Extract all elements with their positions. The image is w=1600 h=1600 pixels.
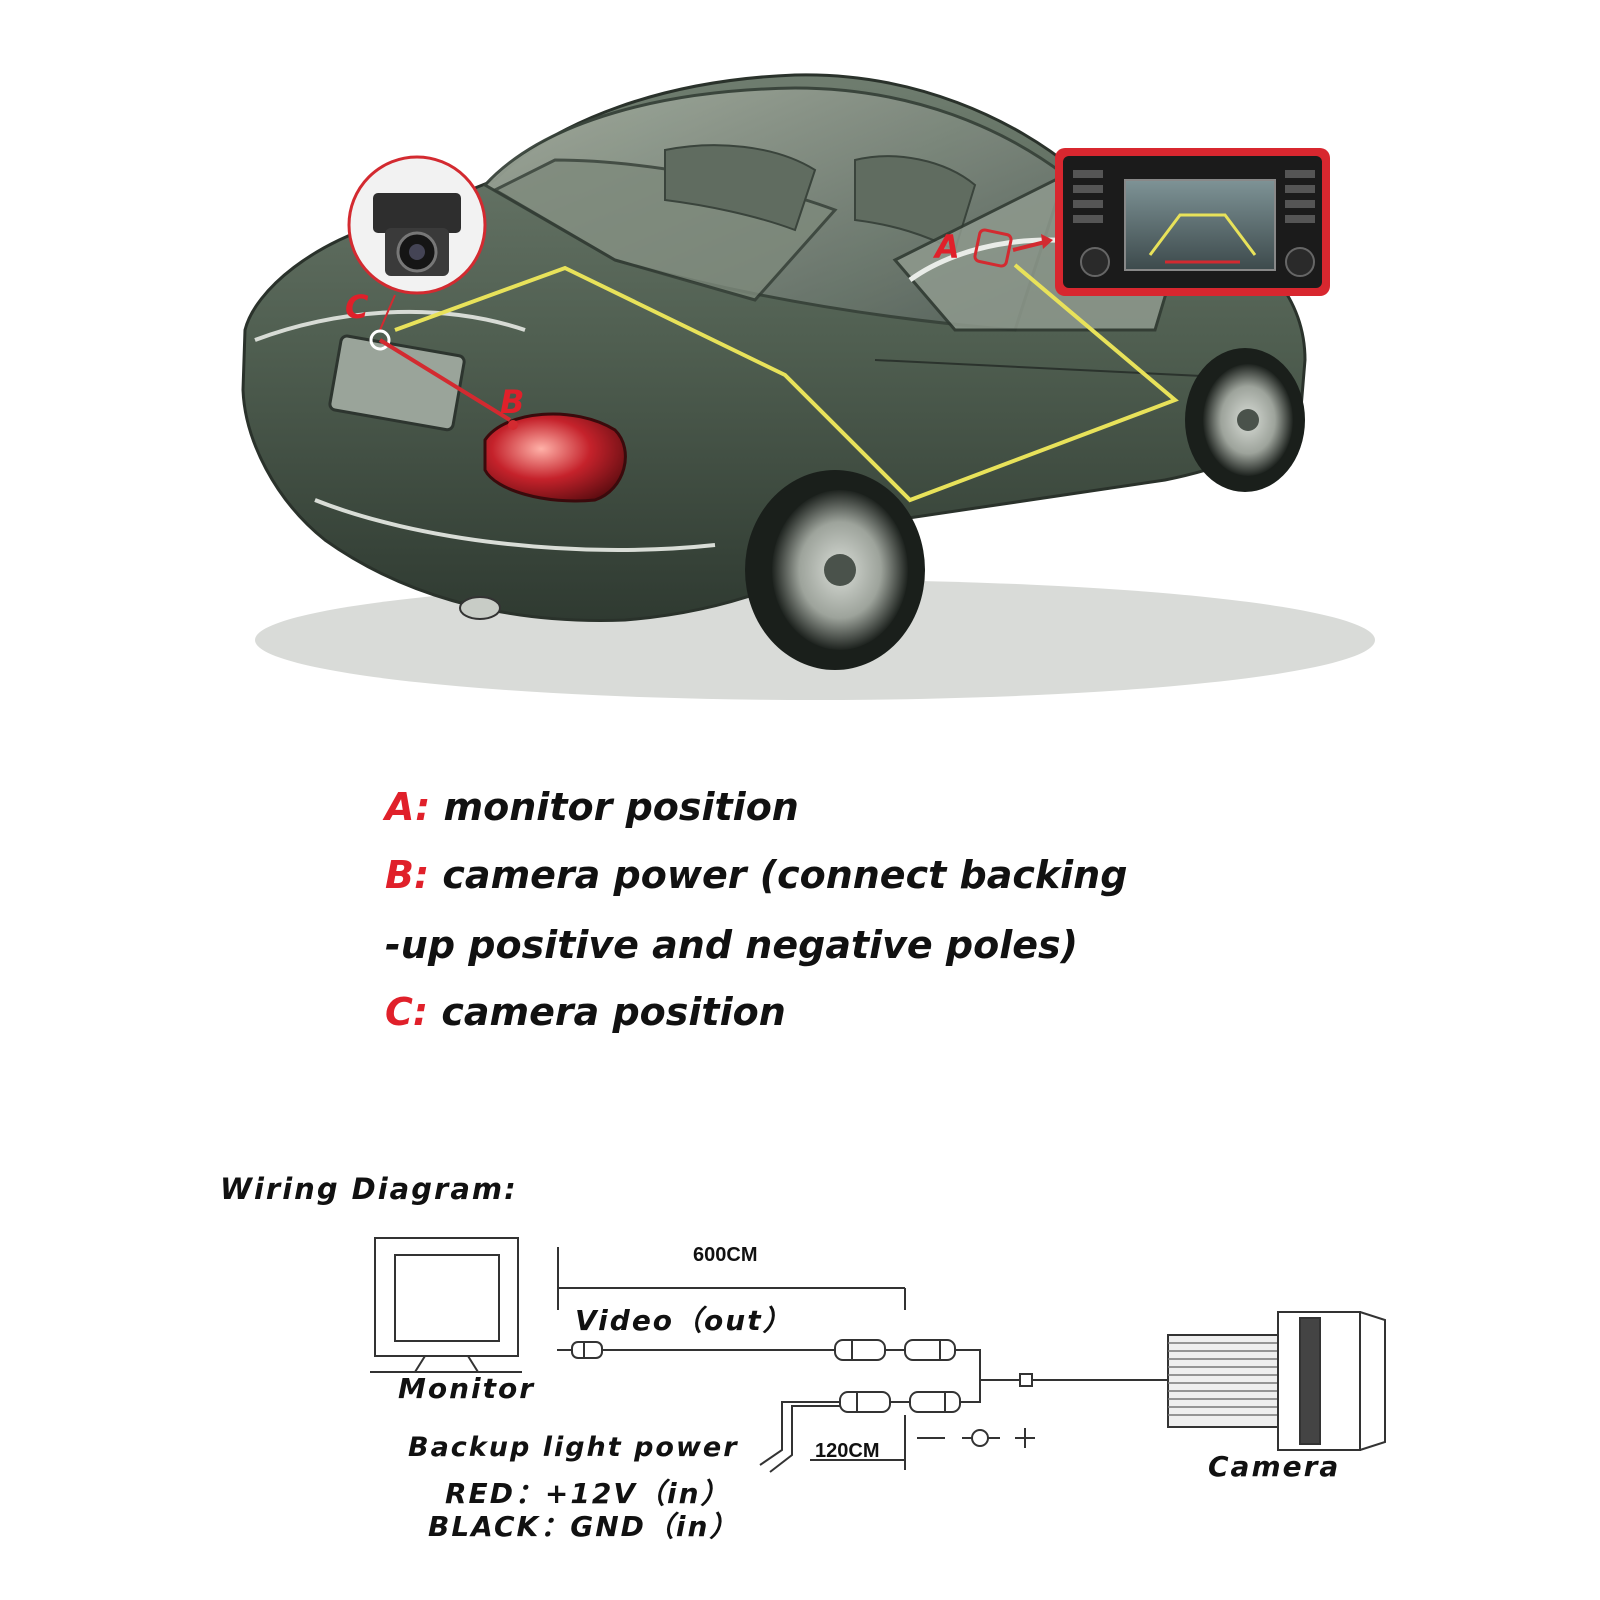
seat-shape (854, 155, 977, 252)
legend-item-c: C: camera position (385, 990, 786, 1034)
wiring-diagram-svg (370, 1237, 1386, 1473)
cable-joint (1019, 1373, 1033, 1387)
car-illustration-svg (241, 73, 1375, 700)
tail-light (483, 412, 627, 503)
legend: A: monitor position B: camera power (con… (385, 785, 1285, 1045)
power-connector-pair (839, 1391, 961, 1413)
legend-key: C: (385, 990, 429, 1034)
camera-inset (347, 155, 487, 295)
legend-item-b-continued: -up positive and negative poles) (385, 923, 1078, 967)
legend-text: monitor position (430, 785, 799, 829)
video-rca-jack-pair (834, 1339, 956, 1361)
red-wire-label: RED：+12V（in） (445, 1477, 731, 1510)
backup-light-power-label: Backup light power (408, 1432, 739, 1463)
camera-icon (1167, 1311, 1386, 1451)
front-wheel (1185, 348, 1305, 492)
camera-pointer-line (379, 294, 396, 331)
car-installation-illustration: A B C (195, 0, 1400, 850)
power-pointer-line (378, 338, 512, 422)
video-out-label: Video（out） (575, 1304, 793, 1337)
power-lead-black (769, 1405, 840, 1473)
wiring-title-text: Wiring Diagram (220, 1172, 505, 1206)
power-length-label: 120CM (815, 1440, 880, 1462)
video-length-dimension (557, 1247, 906, 1310)
video-branch-wire (955, 1349, 981, 1380)
exhaust-pipe (459, 596, 501, 620)
monitor-icon (370, 1237, 522, 1373)
legend-key: A: (385, 785, 431, 829)
marker-a-label: A (935, 228, 960, 266)
wiring-title-colon: : (504, 1172, 518, 1206)
power-point (508, 420, 518, 430)
monitor-pointer-arrow (1012, 240, 1046, 252)
trunk-chrome-strip (254, 309, 526, 342)
legend-text: camera power (connect backing (429, 853, 1128, 897)
arrowhead (1041, 234, 1053, 249)
bumper-chrome (314, 498, 716, 552)
camera-label: Camera (1208, 1450, 1341, 1483)
camera-mount-point (369, 329, 391, 351)
monitor-target-box (973, 228, 1013, 268)
legend-text: -up positive and negative poles) (385, 923, 1079, 967)
black-wire-label: BLACK：GND（in） (428, 1510, 740, 1543)
monitor-inset (1055, 148, 1330, 296)
rear-wheel (745, 470, 925, 670)
power-lead-red (759, 1401, 840, 1466)
video-length-label: 600CM (693, 1244, 758, 1266)
power-branch-wire (960, 1380, 981, 1403)
polarity-circle (971, 1429, 989, 1447)
video-rca-plug-left (557, 1341, 603, 1359)
marker-c-label: C (345, 288, 369, 326)
wiring-diagram: Wiring Diagram: (0, 1160, 1600, 1600)
legend-item-b: B: camera power (connect backing (385, 853, 1127, 897)
license-plate (328, 334, 466, 432)
legend-key: B: (385, 853, 430, 897)
wiring-diagram-title: Wiring Diagram: (220, 1172, 518, 1206)
legend-text: camera position (428, 990, 786, 1034)
legend-item-a: A: monitor position (385, 785, 799, 829)
monitor-label: Monitor (398, 1372, 536, 1405)
marker-b-label: B (500, 383, 525, 421)
cable-route (394, 263, 1179, 503)
power-length-dimension (810, 1415, 906, 1470)
seat-shape (664, 144, 817, 232)
